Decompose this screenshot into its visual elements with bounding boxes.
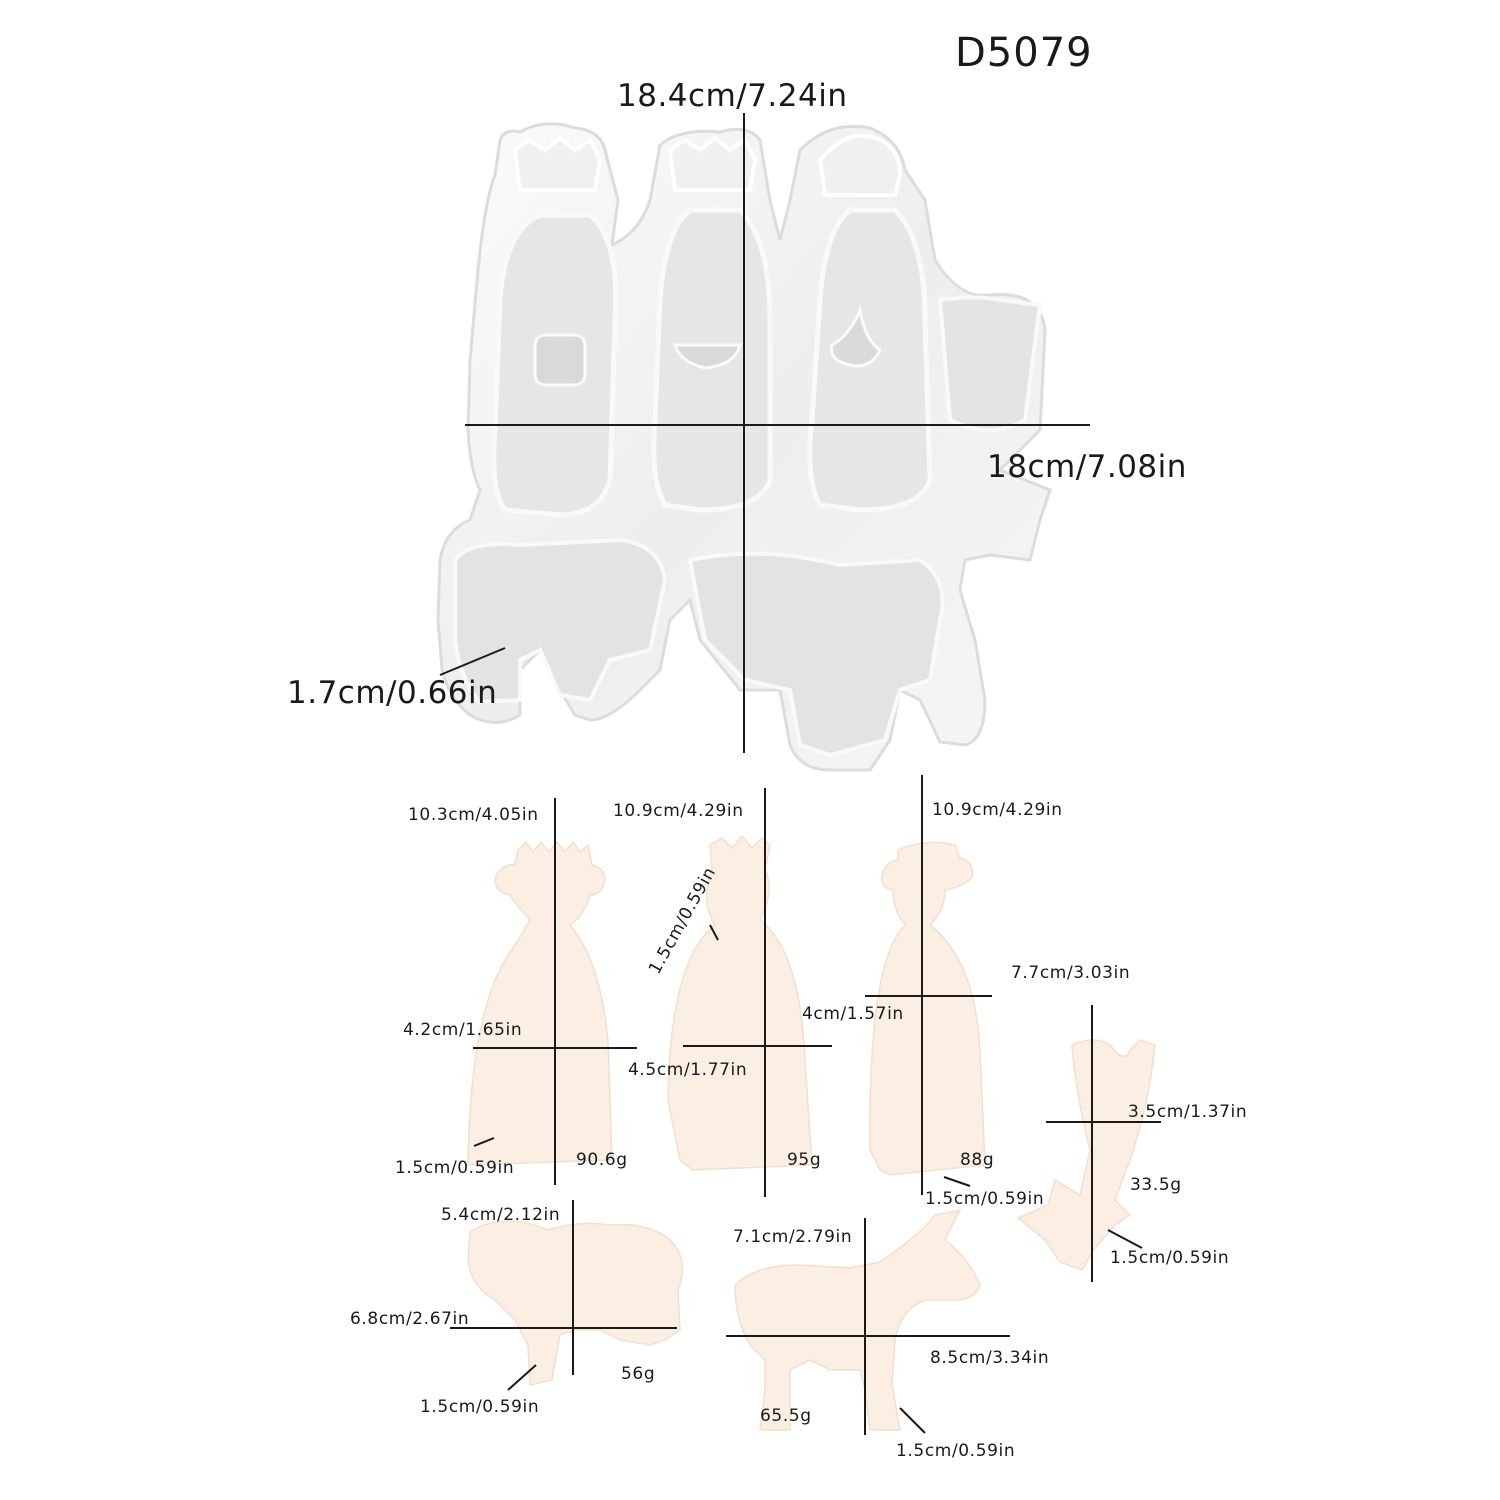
ox-thickness-label: 1.5cm/0.59in bbox=[896, 1441, 1016, 1461]
king1-thickness-label: 1.5cm/0.59in bbox=[395, 1158, 515, 1178]
mold-dimension-lines bbox=[439, 113, 1090, 753]
king3-width-label: 4cm/1.57in bbox=[802, 1004, 904, 1024]
king1-weight-label: 90.6g bbox=[576, 1150, 628, 1170]
king2-weight-label: 95g bbox=[787, 1150, 822, 1170]
mold-height-label: 18cm/7.08in bbox=[987, 449, 1187, 485]
piece-dimension-lines bbox=[450, 775, 1161, 1435]
resin-pieces bbox=[467, 834, 1156, 1431]
king3-height-label: 10.9cm/4.29in bbox=[932, 800, 1063, 820]
star-height-label: 7.7cm/3.03in bbox=[1011, 963, 1131, 983]
star-thickness-label: 1.5cm/0.59in bbox=[1110, 1248, 1230, 1268]
sheep-weight-label: 56g bbox=[621, 1364, 656, 1384]
star-width-label: 3.5cm/1.37in bbox=[1128, 1102, 1248, 1122]
star-weight-label: 33.5g bbox=[1130, 1175, 1182, 1195]
king1-height-label: 10.3cm/4.05in bbox=[408, 805, 539, 825]
product-code: D5079 bbox=[955, 30, 1093, 76]
king2-width-label: 4.5cm/1.77in bbox=[628, 1060, 748, 1080]
mold-width-label: 18.4cm/7.24in bbox=[617, 78, 848, 114]
king3-thickness-label: 1.5cm/0.59in bbox=[925, 1189, 1045, 1209]
ox-height-label: 7.1cm/2.79in bbox=[733, 1227, 853, 1247]
king2-height-label: 10.9cm/4.29in bbox=[613, 801, 744, 821]
sheep-width-label: 6.8cm/2.67in bbox=[350, 1309, 470, 1329]
ox-weight-label: 65.5g bbox=[760, 1406, 812, 1426]
king3-weight-label: 88g bbox=[960, 1150, 995, 1170]
sheep-thickness-label: 1.5cm/0.59in bbox=[420, 1397, 540, 1417]
ox-width-label: 8.5cm/3.34in bbox=[930, 1348, 1050, 1368]
mold-depth-label: 1.7cm/0.66in bbox=[287, 675, 498, 711]
king1-width-label: 4.2cm/1.65in bbox=[403, 1020, 523, 1040]
sheep-height-label: 5.4cm/2.12in bbox=[441, 1205, 561, 1225]
